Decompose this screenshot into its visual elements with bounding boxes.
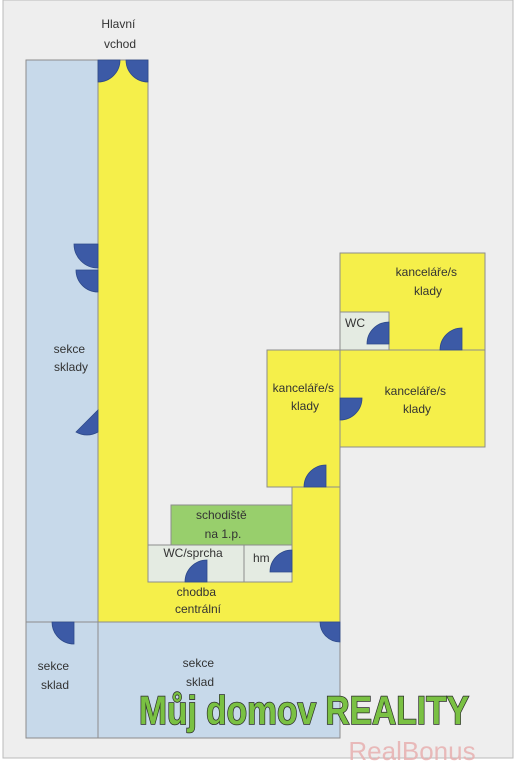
door-swing-icon [303,464,327,488]
room-storage-bottom-mid [97,621,341,739]
label-wc-shower: WC/sprcha [163,546,223,560]
room-office-middle-right [339,349,486,448]
label-storage-bottom-left: sekce sklad [38,659,73,692]
watermark-brand: RealBonus [348,736,475,766]
label-office-top: kanceláře/s klady [396,265,461,298]
door-swing-icon [75,409,99,436]
label-central-corridor: chodba centrální [175,585,222,616]
door-swing-icon [73,243,99,269]
door-swing-icon [125,59,149,83]
label-wc: WC [345,316,365,330]
door-swing-icon [366,321,390,345]
label-main-entrance: Hlavní vchod [101,17,138,51]
label-office-middle-right: kanceláře/s klady [385,384,450,416]
label-office-middle-left: kanceláře/s klady [273,381,338,413]
door-swing-icon [439,327,463,351]
door-swing-icon [75,269,99,293]
door-swing-icon [51,621,75,645]
label-storage-bottom-mid: sekce sklad [183,656,218,689]
label-hm: hm [253,551,270,565]
door-swing-icon [339,397,363,421]
door-swing-icon [269,549,293,573]
door-swing-icon [319,621,341,643]
room-staircase [170,504,293,546]
room-storage-left [25,59,99,623]
room-storage-bottom-left [25,621,99,739]
label-staircase: schodiště na 1.p. [196,508,250,541]
door-swing-icon [97,59,121,83]
watermark-logo: Můj domov REALITY [139,689,469,733]
label-storage-left: sekce sklady [54,342,89,374]
door-swing-icon [184,559,208,583]
room-office-middle-left [266,349,341,488]
